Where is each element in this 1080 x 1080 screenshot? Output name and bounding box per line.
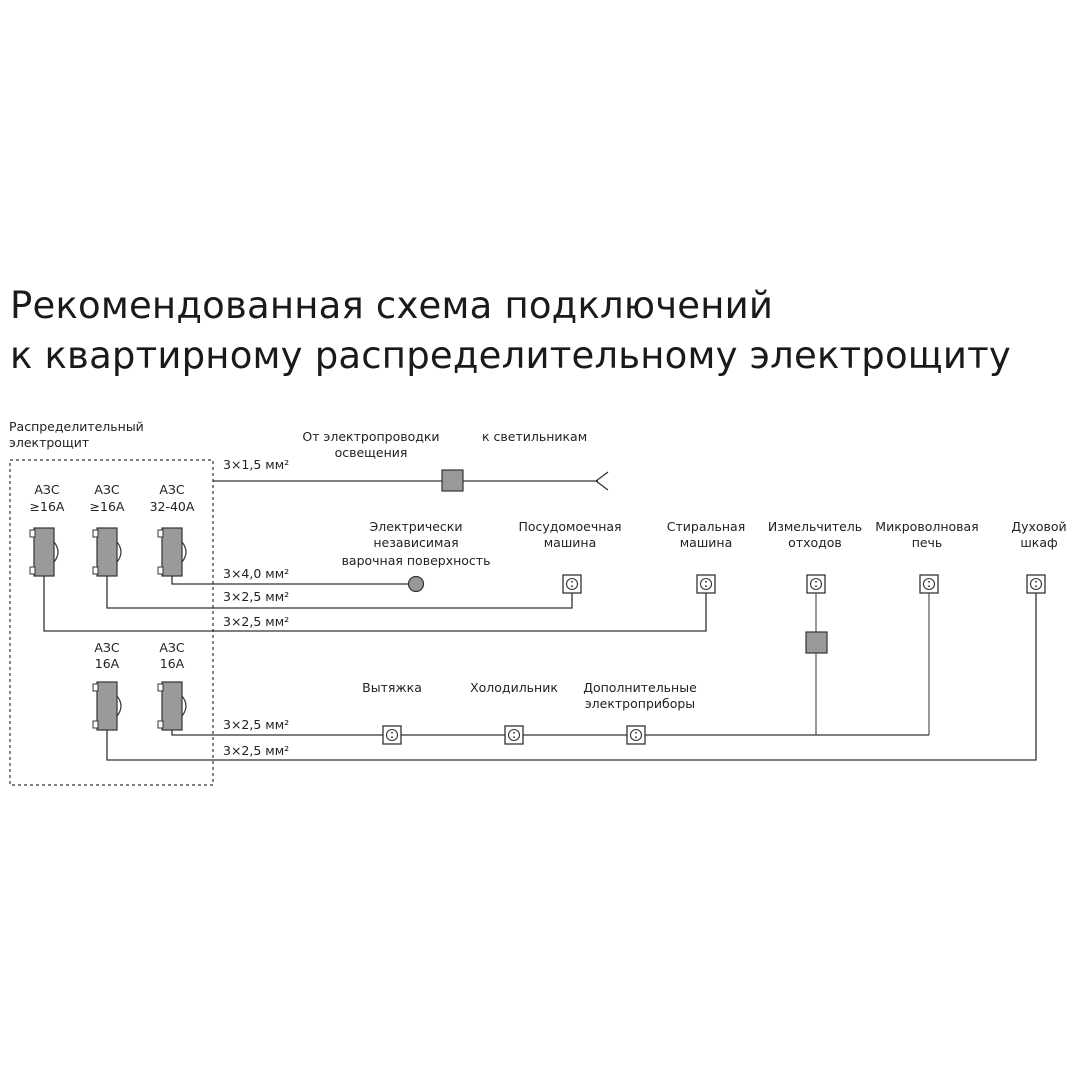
breaker-4-icon: [92, 681, 122, 731]
panel-label-line-2: электрощит: [9, 435, 89, 450]
diagram-title-line-1: Рекомендованная схема подключений: [10, 284, 774, 327]
breaker-2-icon: [92, 527, 122, 577]
microwave-label-line-1: Микроволновая: [875, 519, 978, 534]
breaker-5-label-rating: 16А: [160, 656, 185, 671]
lighting-destination-label: к светильникам: [482, 429, 587, 444]
fridge-socket-icon: [504, 725, 524, 745]
oven-label-line-2: шкаф: [1020, 535, 1057, 550]
lighting-junction-box: [441, 469, 464, 492]
microwave-label-line-2: печь: [912, 535, 943, 550]
breaker-5-icon: [157, 681, 187, 731]
disposer-label-line-1: Измельчитель: [768, 519, 862, 534]
disposer-switch-box: [805, 631, 828, 654]
breaker-2-label-type: АЗС: [94, 482, 120, 497]
breaker-1-icon: [29, 527, 59, 577]
breaker-1-label-type: АЗС: [34, 482, 60, 497]
oven-wire: [106, 593, 1037, 761]
hob-terminal-icon: [407, 575, 425, 593]
oven-socket-icon: [1026, 574, 1046, 594]
dishwasher-label-line-1: Посудомоечная: [518, 519, 621, 534]
dishwasher-socket-icon: [562, 574, 582, 594]
breaker-3-icon: [157, 527, 187, 577]
hob-label-line-2: независимая: [373, 535, 458, 550]
hob-cable-label: 3×4,0 мм²: [223, 566, 289, 581]
washer-cable-label: 3×2,5 мм²: [223, 614, 289, 629]
diagram-title-line-2: к квартирному распределительному электро…: [10, 334, 1011, 377]
oven-cable-label: 3×2,5 мм²: [223, 743, 289, 758]
hob-label-line-3: варочная поверхность: [342, 553, 491, 568]
disposer-label-line-2: отходов: [788, 535, 842, 550]
breaker-4-label-type: АЗС: [94, 640, 120, 655]
breaker-3-label-rating: 32-40А: [150, 499, 195, 514]
oven-label-line-1: Духовой: [1011, 519, 1066, 534]
washer-label-line-2: машина: [680, 535, 732, 550]
panel-label-line-1: Распределительный: [9, 419, 144, 434]
dishwasher-cable-label: 3×2,5 мм²: [223, 589, 289, 604]
breaker-1-label-rating: ≥16А: [30, 499, 65, 514]
breaker-5-label-type: АЗС: [159, 640, 185, 655]
breaker-3-label-type: АЗС: [159, 482, 185, 497]
extra-appliances-socket-icon: [626, 725, 646, 745]
washer-socket-icon: [696, 574, 716, 594]
breaker-2-label-rating: ≥16А: [90, 499, 125, 514]
hood-label: Вытяжка: [362, 680, 422, 695]
lighting-source-label-line-2: освещения: [335, 445, 408, 460]
washer-label-line-1: Стиральная: [667, 519, 745, 534]
hob-wire: [171, 576, 409, 585]
extra-appliances-label-line-1: Дополнительные: [583, 680, 697, 695]
dishwasher-label-line-2: машина: [544, 535, 596, 550]
lighting-cable-label: 3×1,5 мм²: [223, 457, 289, 472]
dishwasher-wire: [106, 576, 573, 609]
washer-wire: [43, 576, 707, 632]
lamp-arrow-icon: [594, 471, 609, 491]
fridge-label: Холодильник: [470, 680, 558, 695]
kitchen-cable-label: 3×2,5 мм²: [223, 717, 289, 732]
kitchen-wire: [171, 730, 929, 736]
microwave-socket-icon: [919, 574, 939, 594]
disposer-socket-icon: [806, 574, 826, 594]
extra-appliances-label-line-2: электроприборы: [585, 696, 695, 711]
lighting-source-label-line-1: От электропроводки: [302, 429, 439, 444]
hood-socket-icon: [382, 725, 402, 745]
hob-label-line-1: Электрически: [370, 519, 463, 534]
breaker-4-label-rating: 16А: [95, 656, 120, 671]
